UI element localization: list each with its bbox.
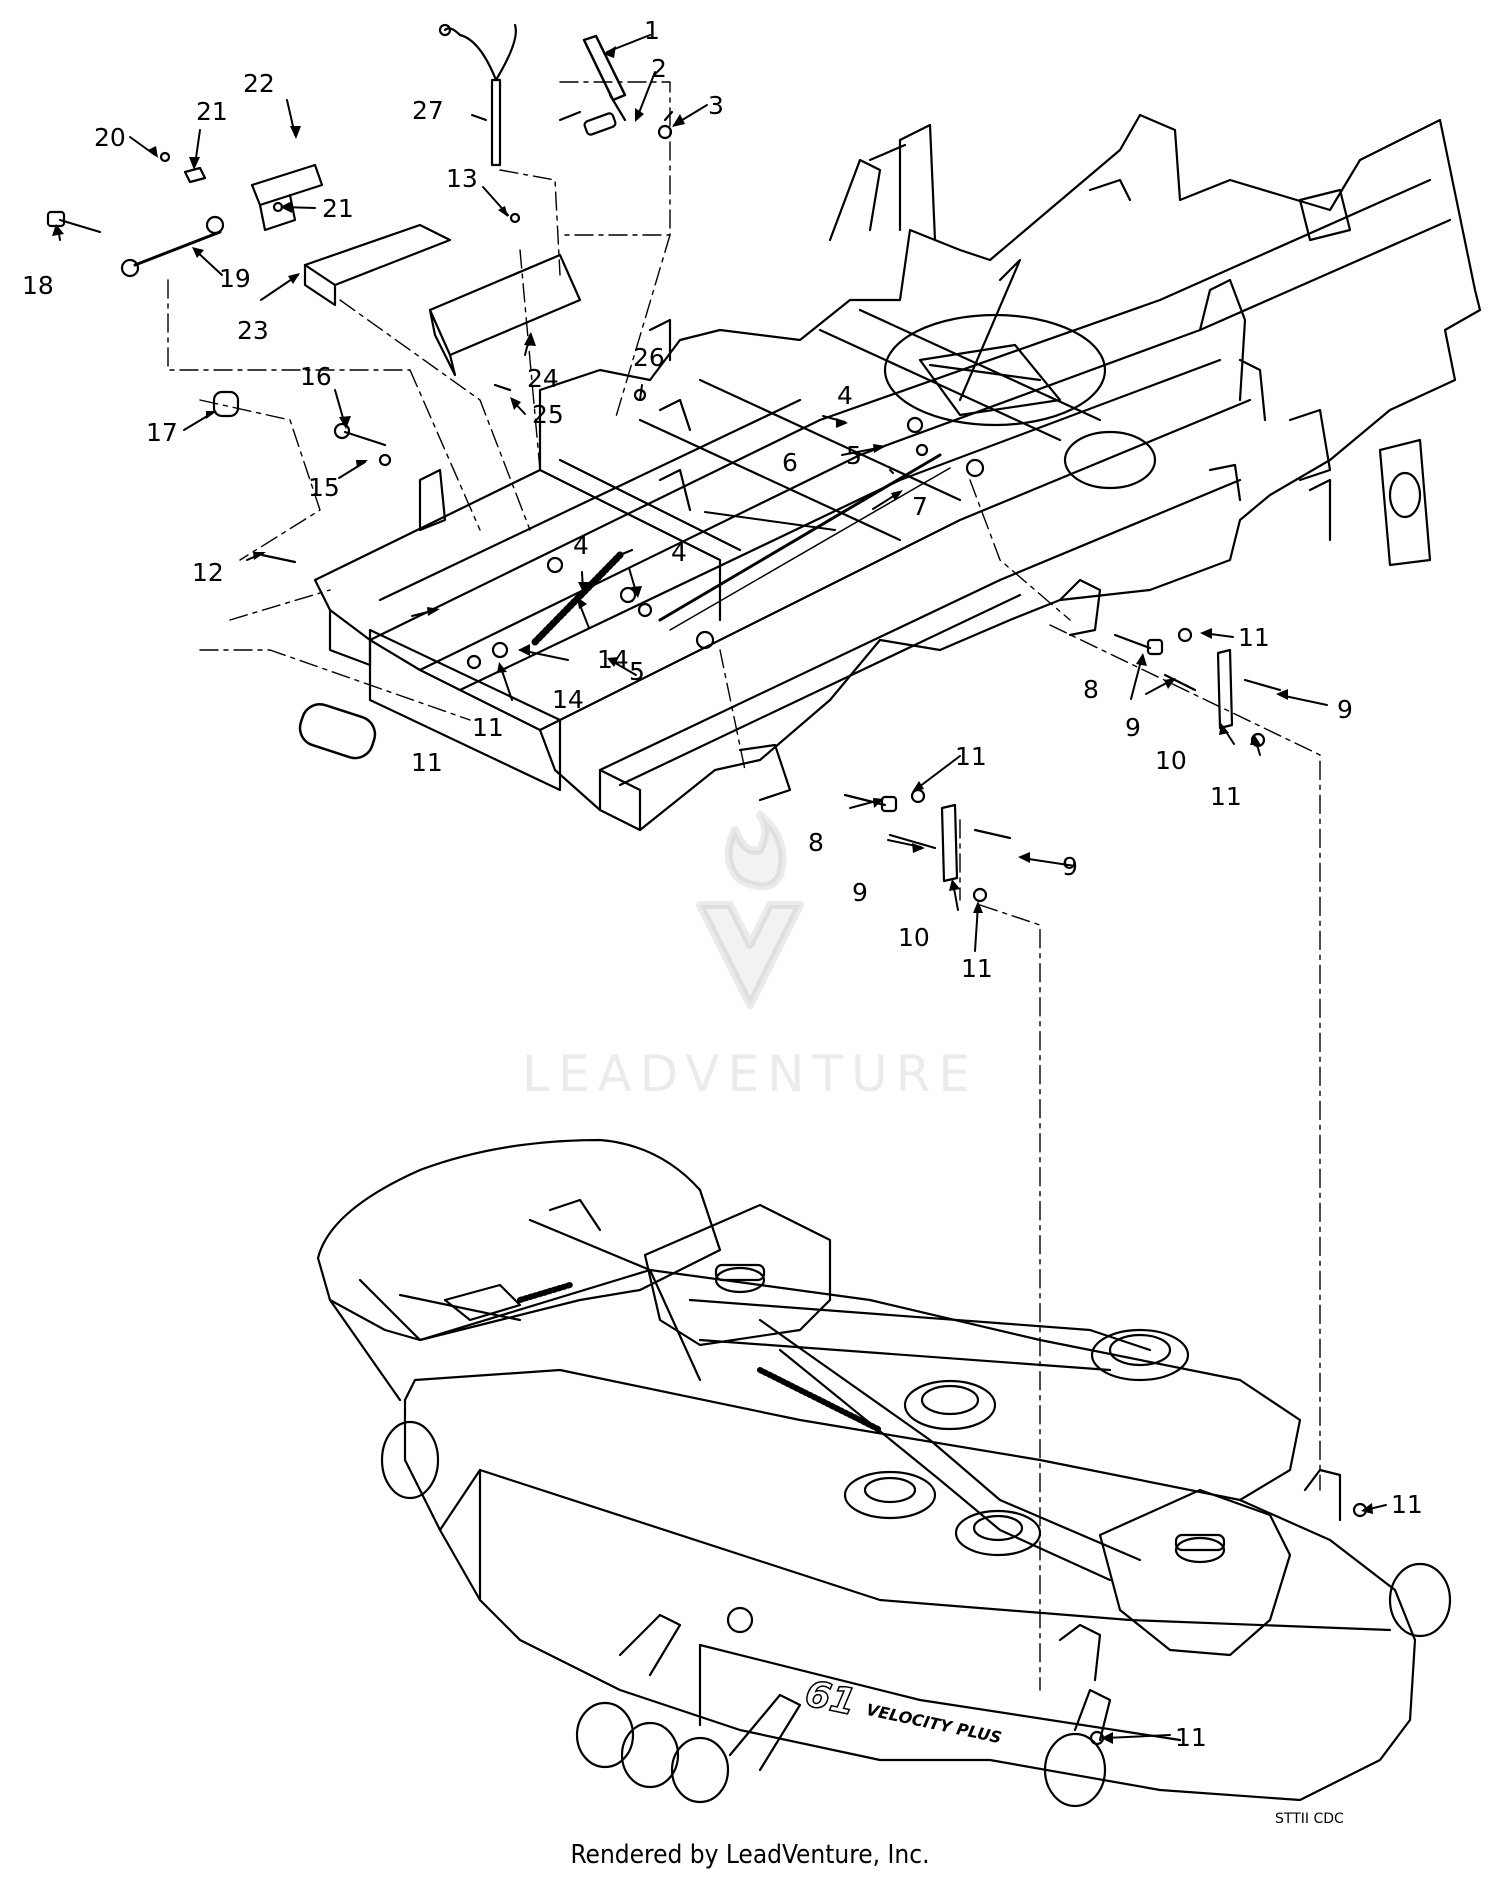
- callout-12: 11: [411, 748, 443, 777]
- callout-4: 4: [837, 381, 853, 410]
- callout-20: 19: [219, 264, 251, 293]
- callout-13: 12: [192, 558, 224, 587]
- callout-4: 4: [573, 531, 589, 560]
- callout-17: 16: [300, 362, 332, 391]
- callout-11: 11: [1210, 782, 1242, 811]
- callout-21: 20: [94, 123, 126, 152]
- callout-9: 9: [1125, 713, 1141, 742]
- callout-26: 25: [532, 400, 564, 429]
- mower-deck: [316, 1138, 1452, 1808]
- callout-24: 23: [237, 316, 269, 345]
- callout-9: 9: [852, 878, 868, 907]
- callout-1: 1: [644, 16, 660, 45]
- assembly-lines: [167, 81, 1321, 1691]
- callout-9: 9: [1062, 852, 1078, 881]
- callout-27: 26: [633, 343, 665, 372]
- callout-9: 9: [1337, 695, 1353, 724]
- arrowheads: [52, 46, 1373, 1744]
- callout-14: 13: [446, 164, 478, 193]
- callout-11: 11: [472, 713, 504, 742]
- callout-15: 14: [597, 645, 629, 674]
- callout-7: 7: [912, 492, 928, 521]
- callout-16: 15: [308, 473, 340, 502]
- callout-21: 21: [322, 194, 354, 223]
- callout-8: 8: [808, 828, 824, 857]
- callout-5: 5: [629, 657, 645, 686]
- callout-arrows: [57, 34, 1387, 1739]
- callout-25: 24: [527, 364, 559, 393]
- callout-23: 22: [243, 69, 275, 98]
- callout-11: 11: [955, 742, 987, 771]
- callout-19: 18: [22, 271, 54, 300]
- watermark-logo: [696, 811, 804, 1009]
- callout-6: 6: [782, 448, 798, 477]
- callout-11: 11: [1391, 1490, 1423, 1519]
- frame-assembly: [313, 113, 1482, 832]
- callout-11: 11: [961, 954, 993, 983]
- callout-18: 17: [146, 418, 178, 447]
- callout-10: 10: [1155, 746, 1187, 775]
- deck-size-label: 61: [802, 1673, 860, 1724]
- callout-10: 10: [898, 923, 930, 952]
- callout-11: 11: [1238, 623, 1270, 652]
- callout-2: 2: [651, 54, 667, 83]
- callout-8: 8: [1083, 675, 1099, 704]
- callout-4: 4: [671, 538, 687, 567]
- callout-22: 21: [196, 97, 228, 126]
- callout-28: 27: [412, 96, 444, 125]
- footer-credit: Rendered by LeadVenture, Inc.: [570, 1840, 930, 1870]
- watermark-text: LEADVENTURE: [522, 1045, 978, 1103]
- callout-11: 11: [1175, 1723, 1207, 1752]
- callout-14: 14: [552, 685, 584, 714]
- lift-lever-parts: [46, 23, 1368, 1746]
- callout-5: 5: [846, 441, 862, 470]
- deck-brand-label: VELOCITY PLUS: [865, 1700, 1004, 1747]
- callout-3: 3: [708, 91, 724, 120]
- drawing-code: STTII CDC: [1275, 1811, 1344, 1827]
